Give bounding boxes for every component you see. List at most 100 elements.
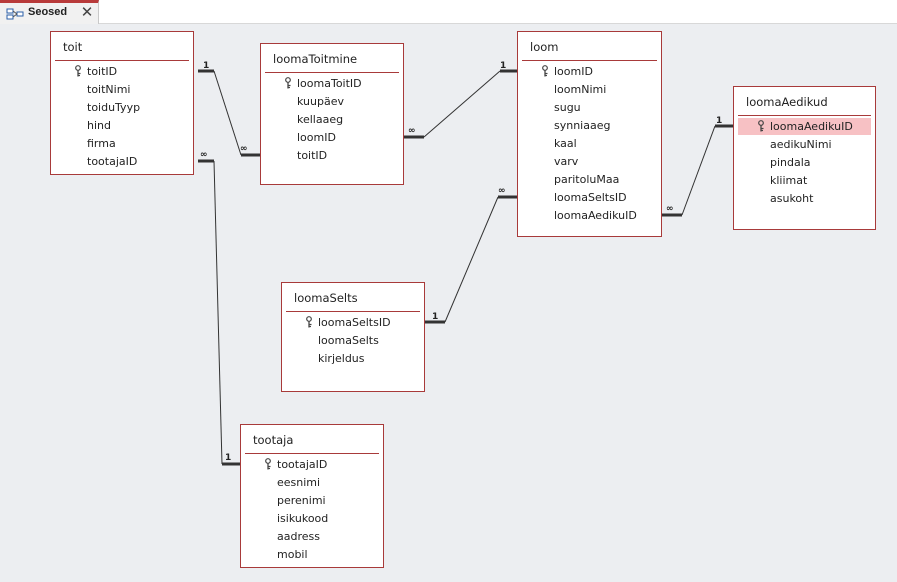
table-title: tootaja	[253, 433, 294, 447]
table-loomaToitmine[interactable]: loomaToitmine loomaToitID kuupäev kellaa…	[260, 43, 404, 185]
table-toit[interactable]: toit toitID toitNimi toiduTyyp hind firm…	[50, 31, 194, 175]
table-title: loom	[530, 40, 559, 54]
field-kliimat[interactable]: kliimat	[738, 172, 871, 189]
tab-label: Seosed	[28, 6, 68, 18]
field-label: loomaAedikuID	[554, 209, 637, 222]
field-label: eesnimi	[277, 476, 321, 489]
field-loomID[interactable]: loomID	[522, 63, 657, 80]
field-label: toitNimi	[87, 83, 131, 96]
field-varv[interactable]: varv	[522, 153, 657, 170]
field-kuupaev[interactable]: kuupäev	[265, 93, 399, 110]
field-label: kellaaeg	[297, 113, 344, 126]
cardinality-one-label: 1	[203, 61, 210, 71]
primary-key-icon	[542, 65, 548, 77]
cardinality-many-label: ∞	[200, 150, 208, 160]
field-label: toitID	[87, 65, 118, 78]
field-paritoluMaa[interactable]: paritoluMaa	[522, 171, 657, 188]
field-tootajaID[interactable]: tootajaID	[245, 456, 379, 473]
primary-key-icon	[758, 120, 764, 132]
field-label: paritoluMaa	[554, 173, 620, 186]
field-label: asukoht	[770, 192, 814, 205]
field-label: loomaSeltsID	[318, 316, 391, 329]
table-loomaAedikud[interactable]: loomaAedikud loomaAedikuID aedikuNimi pi…	[733, 86, 876, 230]
table-tootaja[interactable]: tootaja tootajaID eesnimi perenimi isiku…	[240, 424, 384, 568]
field-label: aadress	[277, 530, 320, 543]
field-label: mobil	[277, 548, 308, 561]
cardinality-one-label: 1	[432, 312, 439, 322]
field-kellaaeg[interactable]: kellaaeg	[265, 111, 399, 128]
field-kaal[interactable]: kaal	[522, 135, 657, 152]
table-title: loomaSelts	[294, 291, 358, 305]
relationship-toit-loomaToitmine[interactable]	[198, 69, 260, 157]
field-label: hind	[87, 119, 111, 132]
title-separator	[55, 60, 189, 61]
field-toitNimi[interactable]: toitNimi	[55, 81, 189, 98]
field-eesnimi[interactable]: eesnimi	[245, 474, 379, 491]
field-loomNimi[interactable]: loomNimi	[522, 81, 657, 98]
field-label: isikukood	[277, 512, 329, 525]
field-label: sugu	[554, 101, 581, 114]
table-title: loomaToitmine	[273, 52, 358, 66]
field-toiduTyyp[interactable]: toiduTyyp	[55, 99, 189, 116]
field-aadress[interactable]: aadress	[245, 528, 379, 545]
title-separator	[738, 115, 871, 116]
field-synniaaeg[interactable]: synniaaeg	[522, 117, 657, 134]
field-hind[interactable]: hind	[55, 117, 189, 134]
field-sugu[interactable]: sugu	[522, 99, 657, 116]
primary-key-icon	[306, 316, 312, 328]
table-title: toit	[63, 40, 83, 54]
field-label: loomaToitID	[297, 77, 362, 90]
field-perenimi[interactable]: perenimi	[245, 492, 379, 509]
field-loomaAedikuID[interactable]: loomaAedikuID	[522, 207, 657, 224]
field-kirjeldus[interactable]: kirjeldus	[286, 350, 420, 367]
field-label: kuupäev	[297, 95, 344, 108]
field-loomaSeltsID[interactable]: loomaSeltsID	[286, 314, 420, 331]
field-loomaSelts[interactable]: loomaSelts	[286, 332, 420, 349]
title-separator	[245, 453, 379, 454]
field-label: loomaSeltsID	[554, 191, 627, 204]
field-toitID[interactable]: toitID	[265, 147, 399, 164]
field-label: perenimi	[277, 494, 326, 507]
field-asukoht[interactable]: asukoht	[738, 190, 871, 207]
relationship-loom-loomaToitmine[interactable]	[404, 69, 517, 139]
field-firma[interactable]: firma	[55, 135, 189, 152]
table-loom[interactable]: loom loomID loomNimi sugu synniaaeg kaal…	[517, 31, 662, 237]
cardinality-many-label: ∞	[240, 144, 248, 154]
field-label: kirjeldus	[318, 352, 365, 365]
title-separator	[522, 60, 657, 61]
table-title: loomaAedikud	[746, 95, 828, 109]
primary-key-icon	[265, 458, 271, 470]
title-separator	[286, 311, 420, 312]
field-aedikuNimi[interactable]: aedikuNimi	[738, 136, 871, 153]
cardinality-many-label: ∞	[666, 204, 674, 214]
field-mobil[interactable]: mobil	[245, 546, 379, 563]
field-tootajaID[interactable]: tootajaID	[55, 153, 189, 170]
field-label: kaal	[554, 137, 577, 150]
relationship-loomaSelts-loom[interactable]	[425, 195, 517, 324]
relationship-tootaja-toit[interactable]	[198, 159, 240, 466]
field-label: pindala	[770, 156, 811, 169]
field-label: aedikuNimi	[770, 138, 832, 151]
field-loomaToitID[interactable]: loomaToitID	[265, 75, 399, 92]
table-loomaSelts[interactable]: loomaSelts loomaSeltsID loomaSelts kirje…	[281, 282, 425, 392]
field-label: synniaaeg	[554, 119, 611, 132]
tab-seosed[interactable]: Seosed ✕	[0, 0, 99, 24]
title-separator	[265, 72, 399, 73]
close-icon[interactable]: ✕	[80, 3, 94, 21]
field-label: toiduTyyp	[87, 101, 141, 114]
cardinality-one-label: 1	[716, 116, 723, 126]
field-loomID[interactable]: loomID	[265, 129, 399, 146]
field-loomaSeltsID[interactable]: loomaSeltsID	[522, 189, 657, 206]
field-label: loomNimi	[554, 83, 607, 96]
field-label: toitID	[297, 149, 328, 162]
field-toitID[interactable]: toitID	[55, 63, 189, 80]
relationship-loomaAedikud-loom[interactable]	[662, 124, 733, 217]
document-tab-bar: Seosed ✕	[0, 0, 897, 24]
field-isikukood[interactable]: isikukood	[245, 510, 379, 527]
field-pindala[interactable]: pindala	[738, 154, 871, 171]
field-label: loomID	[554, 65, 593, 78]
field-loomaAedikuID-selected[interactable]: loomaAedikuID	[738, 118, 871, 135]
field-label: tootajaID	[277, 458, 328, 471]
field-label: kliimat	[770, 174, 808, 187]
